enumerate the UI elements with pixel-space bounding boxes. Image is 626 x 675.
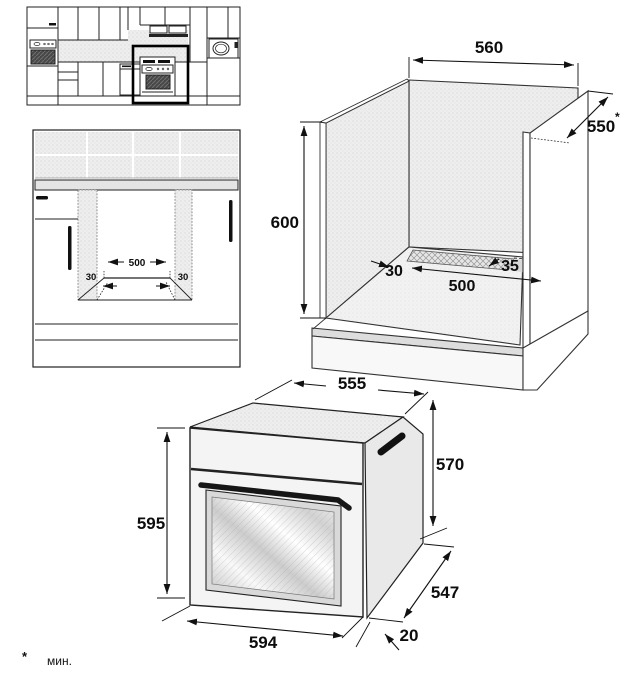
oven-vent-slot: [377, 432, 406, 456]
dim-oven-front-frame-depth: 20: [400, 626, 419, 645]
cabinet-front-view-drawing: [32, 129, 241, 368]
wall-oven-control-panel: [29, 39, 57, 49]
door-handle-left: [68, 226, 72, 270]
dim-oven-body-height: 570: [436, 455, 464, 474]
dim-front-cutout-width: 500: [129, 258, 146, 269]
oven-door-window: [145, 74, 171, 90]
oven-door-handle: [198, 482, 352, 511]
dim-oven-body-depth: 547: [431, 583, 459, 602]
cooker-hood: [149, 25, 168, 34]
dim-vent-cutout-length: 500: [449, 278, 476, 295]
dim-niche-depth: 550: [587, 117, 615, 136]
kitchen-overview-drawing: [26, 6, 241, 106]
footnote-text: мин.: [47, 654, 72, 668]
dim-front-gap-left: 30: [86, 272, 97, 283]
countertop: [34, 179, 239, 191]
wall-oven-window: [30, 49, 56, 65]
dim-oven-front-width: 594: [249, 633, 278, 652]
drawer-handle: [36, 196, 48, 200]
niche-right-wall: [529, 89, 589, 352]
backsplash: [58, 40, 128, 62]
door-handle-right: [229, 200, 233, 242]
footnote-marker: *: [22, 649, 28, 664]
dim-front-gap-right: 30: [178, 272, 189, 283]
dim-niche-height: 600: [271, 213, 299, 232]
dim-niche-depth-note-marker: *: [615, 110, 620, 124]
niche-side-panel-right: [174, 189, 193, 301]
dim-oven-top-depth: 555: [338, 374, 366, 393]
oven-side-face: [364, 416, 424, 620]
dim-vent-gap: 30: [385, 263, 403, 280]
dim-vent-cutout-width: 35: [501, 258, 519, 275]
dim-niche-width: 560: [475, 38, 503, 57]
dim-oven-front-height: 595: [137, 514, 165, 533]
niche-isometric-drawing: [300, 56, 614, 391]
oven-isometric-drawing: [157, 379, 455, 651]
niche-side-panel-left: [77, 189, 98, 301]
highlight-box: [131, 44, 190, 105]
